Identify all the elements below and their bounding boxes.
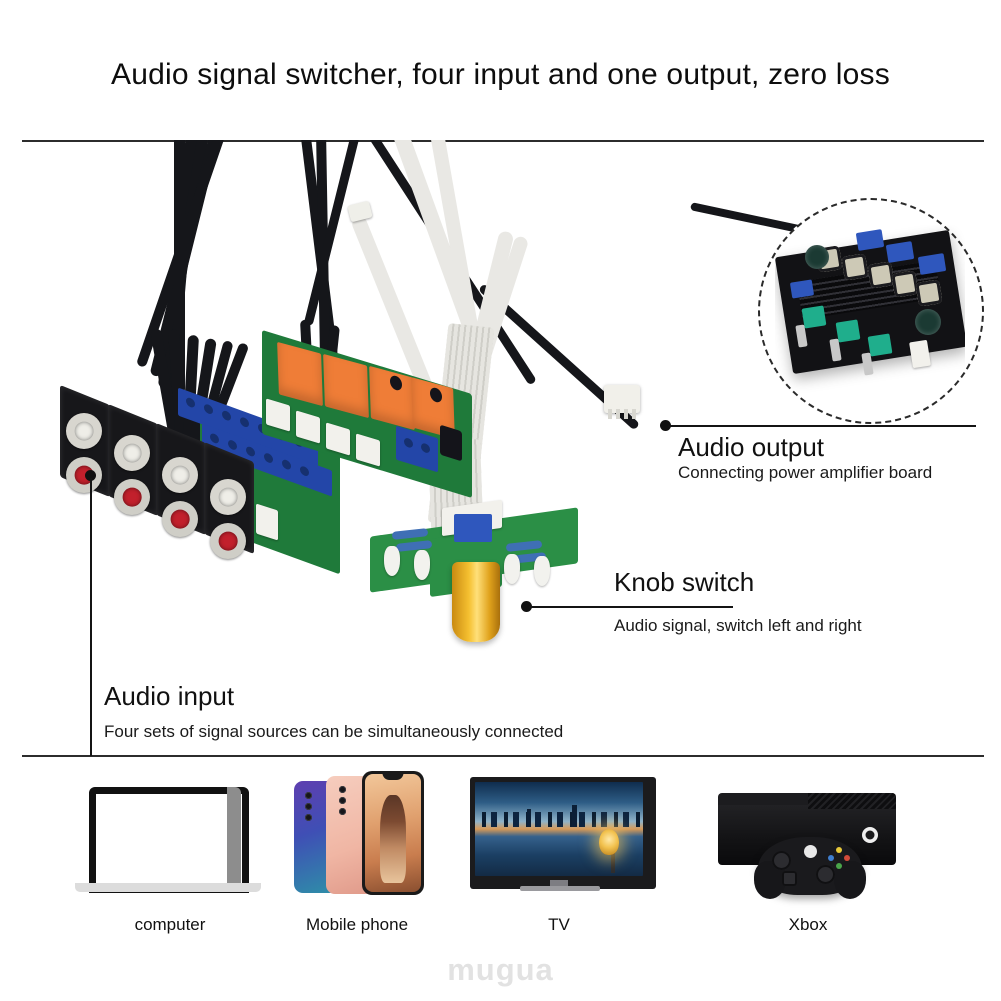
leader-line <box>529 606 733 608</box>
potentiometer-teal[interactable] <box>835 319 861 343</box>
leader-dot <box>85 470 96 481</box>
rca-jack-white <box>210 479 246 515</box>
controller-logo-icon <box>804 845 817 858</box>
electrolytic-capacitor <box>805 245 829 269</box>
phone-notch <box>382 771 404 780</box>
rca-jack-red <box>162 501 198 537</box>
tv-stand <box>520 886 600 891</box>
power-ic <box>867 261 895 289</box>
callout-subtitle: Audio signal, switch left and right <box>614 616 862 635</box>
callout-title: Audio input <box>104 681 235 711</box>
laptop-bezel-right <box>227 787 241 887</box>
device-computer <box>75 779 265 893</box>
tv-lamp-glow <box>599 829 620 856</box>
divider-bottom <box>22 755 984 757</box>
controller-button-x[interactable] <box>828 855 834 861</box>
device-label: Xbox <box>788 915 828 934</box>
amp-terminal-blue <box>789 279 815 299</box>
device-label: computer <box>134 915 206 934</box>
laptop-screen <box>89 787 249 893</box>
amplifier-board <box>775 225 965 395</box>
tv-tower <box>527 809 532 828</box>
amp-connector-white <box>909 339 931 369</box>
potentiometer-teal[interactable] <box>801 305 827 329</box>
cable-tie-clip <box>347 200 373 223</box>
laptop-base <box>75 883 261 892</box>
rca-jack-red <box>66 457 102 493</box>
phone-wallpaper <box>365 774 421 892</box>
electrolytic-capacitor <box>915 309 941 335</box>
leader-dot <box>521 601 532 612</box>
xbox-controller <box>754 837 866 899</box>
rca-jack-white <box>66 413 102 449</box>
rca-jack-white <box>162 457 198 493</box>
phone-front <box>362 771 424 895</box>
tv-city-skyline <box>475 812 643 828</box>
led-indicator <box>504 554 520 584</box>
xbox-logo-icon <box>862 827 878 843</box>
power-ic <box>841 253 869 281</box>
device-mobile-phone <box>290 769 440 897</box>
device-xbox <box>712 781 912 899</box>
divider-top <box>22 140 984 142</box>
controller-dpad[interactable] <box>782 871 797 886</box>
led-indicator <box>384 546 400 576</box>
controller-stick-right[interactable] <box>816 865 835 884</box>
output-connector <box>604 385 640 419</box>
callout-subtitle: Four sets of signal sources can be simul… <box>104 722 564 741</box>
led-indicator <box>534 556 550 586</box>
rca-jack-white <box>114 435 150 471</box>
callout-title: Knob switch <box>614 567 755 597</box>
device-label: TV <box>548 915 570 934</box>
controller-button-a[interactable] <box>836 863 842 869</box>
rca-jack-red <box>114 479 150 515</box>
xbox-vent <box>808 793 896 809</box>
leader-line <box>668 425 976 427</box>
device-label: Mobile phone <box>305 915 409 934</box>
switch-blue <box>454 514 492 542</box>
tv-neck <box>550 880 568 887</box>
power-ic <box>891 270 919 298</box>
rca-jack-red <box>210 523 246 559</box>
power-ic <box>915 279 943 307</box>
product-photo <box>0 140 1001 755</box>
leader-line <box>90 478 92 756</box>
controller-stick-left[interactable] <box>772 851 791 870</box>
page-title: Audio signal switcher, four input and on… <box>111 58 890 91</box>
cable-black <box>174 140 185 394</box>
device-tv <box>470 777 660 893</box>
knob-board <box>370 499 590 660</box>
tv-tower <box>572 804 578 828</box>
device-strip: computer Mobile phone <box>0 757 1001 957</box>
led-indicator <box>414 550 430 580</box>
controller-button-y[interactable] <box>836 847 842 853</box>
tv-screen <box>475 782 643 876</box>
capacitor <box>440 424 462 462</box>
potentiometer-teal[interactable] <box>867 333 893 357</box>
tv-lamp-stem <box>611 852 616 874</box>
rca-input-block <box>60 384 340 575</box>
watermark: mugua <box>447 952 554 987</box>
callout-title: Audio output <box>678 432 825 462</box>
relay-board <box>262 329 484 499</box>
controller-button-b[interactable] <box>844 855 850 861</box>
gold-knob[interactable] <box>452 562 500 642</box>
wallpaper-figure <box>379 795 407 883</box>
callout-subtitle: Connecting power amplifier board <box>678 463 933 482</box>
leader-dot <box>660 420 671 431</box>
